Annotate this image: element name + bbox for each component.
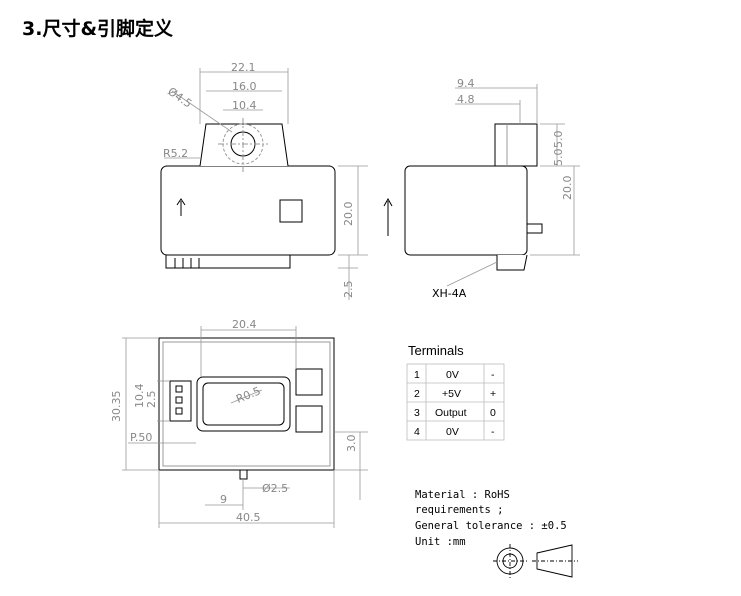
front-tab xyxy=(199,123,289,167)
dim-hole-dia: Ø4.5 xyxy=(165,85,194,111)
dim-conn-h2: 2.5 xyxy=(145,391,158,409)
terminal-num: 4 xyxy=(414,426,420,438)
dim-pin-height: 2.5 xyxy=(342,281,355,299)
bottom-window xyxy=(196,376,291,432)
dim-side-inner: 4.8 xyxy=(457,93,475,106)
terminal-row-2: 2 +5V + xyxy=(414,388,496,400)
front-view xyxy=(160,118,336,269)
front-label-box xyxy=(279,199,303,223)
bottom-pin xyxy=(239,469,248,480)
note-material: Material : RoHS xyxy=(415,489,510,501)
dim-front-inner: 16.0 xyxy=(232,80,257,93)
terminals-title: Terminals xyxy=(408,343,464,358)
front-dimensions xyxy=(164,68,368,300)
dim-right-offset: 3.0 xyxy=(345,435,358,453)
terminal-num: 2 xyxy=(414,388,420,400)
front-body xyxy=(160,165,336,256)
dim-front-hole: 10.4 xyxy=(232,99,257,112)
dim-conn-h1: 10.4 xyxy=(133,384,146,409)
terminal-name: Output xyxy=(435,407,467,419)
dim-bottom-window: 20.4 xyxy=(232,318,257,331)
side-tab xyxy=(494,123,538,167)
bottom-dimensions xyxy=(122,326,368,528)
terminal-sign: + xyxy=(490,388,496,400)
terminal-num: 1 xyxy=(414,369,420,381)
dim-pin-dia: Ø2.5 xyxy=(262,482,288,495)
bottom-pad-bottom xyxy=(295,405,323,433)
terminals-table xyxy=(406,363,505,441)
terminal-num: 3 xyxy=(414,407,420,419)
terminal-name: 0V xyxy=(446,369,459,381)
bottom-connector xyxy=(169,380,192,422)
dim-radius: R5.2 xyxy=(163,147,188,160)
note-unit: Unit :mm xyxy=(415,536,466,548)
side-connector xyxy=(496,254,528,271)
terminal-sign: 0 xyxy=(490,407,496,419)
side-view xyxy=(383,123,543,271)
side-body xyxy=(404,165,528,256)
terminal-row-3: 3 Output 0 xyxy=(414,407,496,419)
dim-side-small: 5.0 xyxy=(552,131,565,149)
front-connector xyxy=(165,254,291,269)
terminal-row-4: 4 0V - xyxy=(414,426,495,438)
bottom-view xyxy=(158,337,335,480)
note-tolerance: General tolerance : ±0.5 xyxy=(415,520,567,532)
side-dimensions xyxy=(446,84,580,287)
dim-side-small2: 5.0 xyxy=(552,149,565,167)
dim-pin-offset: 9 xyxy=(220,493,227,506)
terminal-name: 0V xyxy=(446,426,459,438)
dim-side-height: 20.0 xyxy=(561,176,574,201)
projection-symbol-icon xyxy=(493,544,578,578)
dim-front-width: 22.1 xyxy=(231,61,256,74)
bottom-body xyxy=(158,337,335,471)
bottom-pad-top xyxy=(295,368,323,396)
dim-total-width: 40.5 xyxy=(236,511,261,524)
dim-side-top: 9.4 xyxy=(457,77,475,90)
terminal-sign: - xyxy=(491,369,495,381)
side-pin xyxy=(526,223,543,234)
terminal-row-1: 1 0V - xyxy=(414,369,495,381)
terminal-sign: - xyxy=(491,426,495,438)
dim-height: 20.0 xyxy=(342,202,355,227)
terminal-name: +5V xyxy=(442,388,461,400)
dim-pitch: P.50 xyxy=(130,431,152,444)
note-requirements: requirements ; xyxy=(415,504,504,516)
connector-label: XH-4A xyxy=(432,287,467,300)
section-heading: 3.尺寸&引脚定义 xyxy=(22,18,174,40)
dim-bottom-height: 30.35 xyxy=(110,391,123,423)
